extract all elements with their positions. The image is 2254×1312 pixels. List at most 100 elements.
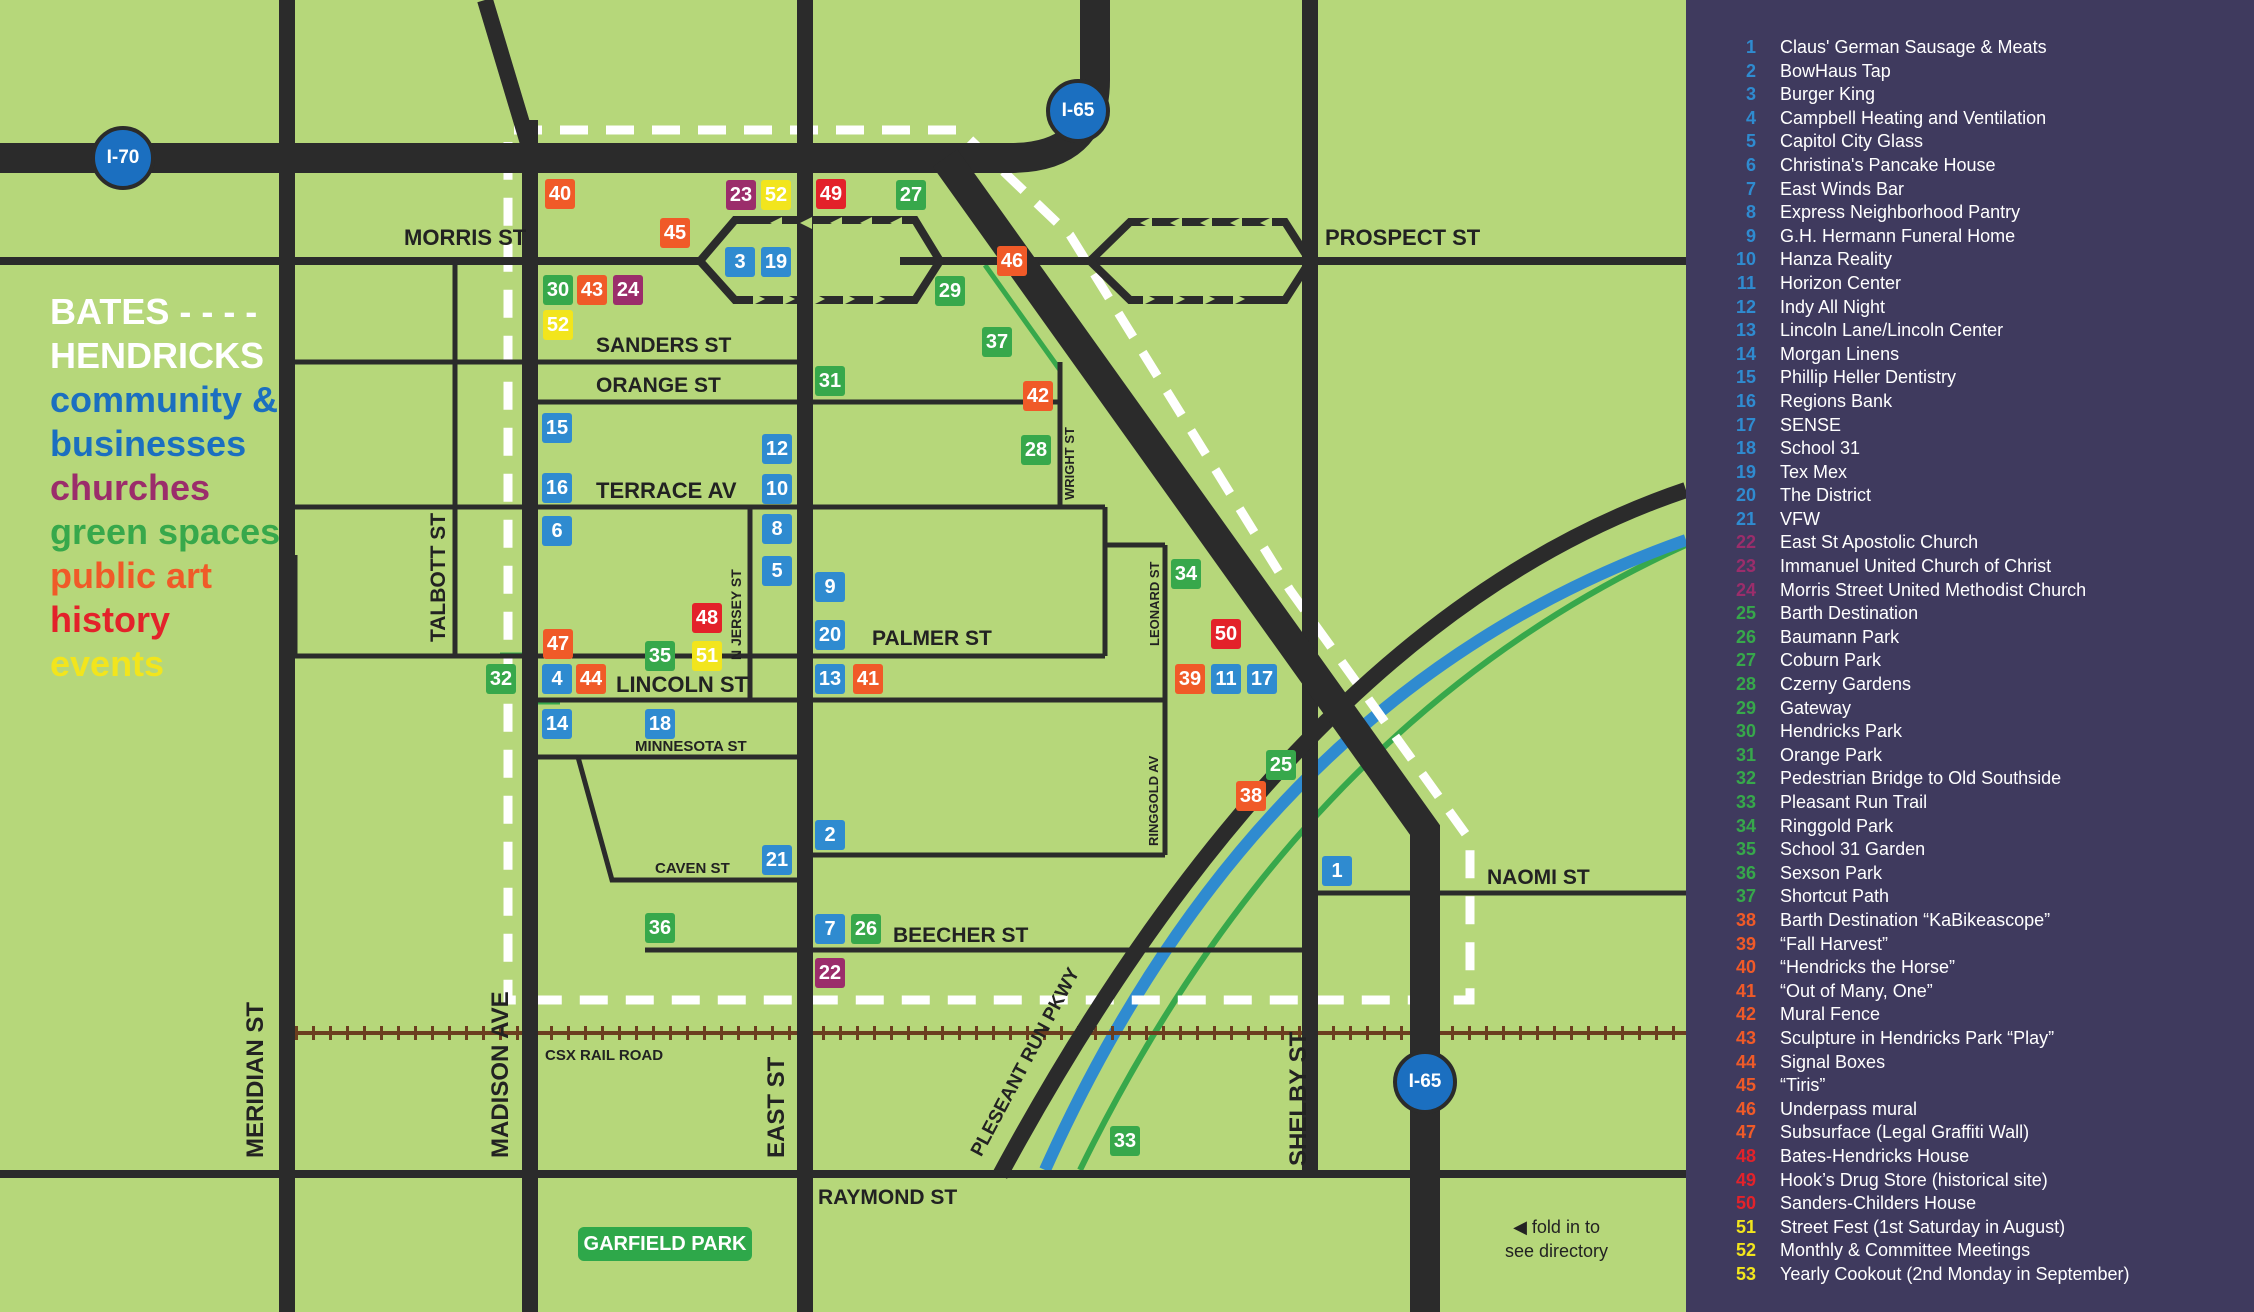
neighborhood-map[interactable]: I-70 I-65 I-65 MORRIS ST PROSPECT ST SAN… xyxy=(0,0,1686,1312)
map-marker-15[interactable]: 15 xyxy=(542,413,572,443)
map-marker-5[interactable]: 5 xyxy=(762,556,792,586)
map-marker-30[interactable]: 30 xyxy=(543,275,573,305)
map-marker-12[interactable]: 12 xyxy=(762,434,792,464)
map-marker-50[interactable]: 50 xyxy=(1211,619,1241,649)
map-marker-1[interactable]: 1 xyxy=(1322,856,1352,886)
map-marker-52[interactable]: 52 xyxy=(543,310,573,340)
map-marker-16[interactable]: 16 xyxy=(542,473,572,503)
map-marker-34[interactable]: 34 xyxy=(1171,559,1201,589)
map-marker-51[interactable]: 51 xyxy=(692,641,722,671)
map-marker-37[interactable]: 37 xyxy=(982,327,1012,357)
map-marker-26[interactable]: 26 xyxy=(851,914,881,944)
map-marker-20[interactable]: 20 xyxy=(815,620,845,650)
directory-item[interactable]: 41“Out of Many, One” xyxy=(1726,980,2130,1004)
map-marker-44[interactable]: 44 xyxy=(576,664,606,694)
map-marker-8[interactable]: 8 xyxy=(762,514,792,544)
directory-item[interactable]: 40“Hendricks the Horse” xyxy=(1726,956,2130,980)
map-marker-27[interactable]: 27 xyxy=(896,180,926,210)
map-marker-29[interactable]: 29 xyxy=(935,276,965,306)
directory-item[interactable]: 45“Tiris” xyxy=(1726,1074,2130,1098)
map-marker-45[interactable]: 45 xyxy=(660,218,690,248)
map-marker-17[interactable]: 17 xyxy=(1247,664,1277,694)
map-marker-25[interactable]: 25 xyxy=(1266,750,1296,780)
map-marker-52[interactable]: 52 xyxy=(761,180,791,210)
map-marker-28[interactable]: 28 xyxy=(1021,435,1051,465)
map-marker-39[interactable]: 39 xyxy=(1175,664,1205,694)
map-marker-18[interactable]: 18 xyxy=(645,709,675,739)
map-marker-3[interactable]: 3 xyxy=(725,247,755,277)
directory-item[interactable]: 39“Fall Harvest” xyxy=(1726,933,2130,957)
map-marker-2[interactable]: 2 xyxy=(815,820,845,850)
map-marker-35[interactable]: 35 xyxy=(645,641,675,671)
map-marker-23[interactable]: 23 xyxy=(726,180,756,210)
map-marker-47[interactable]: 47 xyxy=(543,629,573,659)
map-marker-31[interactable]: 31 xyxy=(815,366,845,396)
map-marker-42[interactable]: 42 xyxy=(1023,381,1053,411)
map-marker-14[interactable]: 14 xyxy=(542,709,572,739)
map-marker-22[interactable]: 22 xyxy=(815,958,845,988)
map-marker-33[interactable]: 33 xyxy=(1110,1126,1140,1156)
map-marker-6[interactable]: 6 xyxy=(542,516,572,546)
map-marker-21[interactable]: 21 xyxy=(762,845,792,875)
map-marker-13[interactable]: 13 xyxy=(815,664,845,694)
map-marker-10[interactable]: 10 xyxy=(762,474,792,504)
map-marker-4[interactable]: 4 xyxy=(542,664,572,694)
map-marker-41[interactable]: 41 xyxy=(853,664,883,694)
map-marker-46[interactable]: 46 xyxy=(997,246,1027,276)
map-marker-40[interactable]: 40 xyxy=(545,179,575,209)
map-marker-7[interactable]: 7 xyxy=(815,914,845,944)
map-marker-24[interactable]: 24 xyxy=(613,275,643,305)
map-marker-38[interactable]: 38 xyxy=(1236,781,1266,811)
map-marker-11[interactable]: 11 xyxy=(1211,664,1241,694)
map-marker-43[interactable]: 43 xyxy=(577,275,607,305)
map-marker-48[interactable]: 48 xyxy=(692,603,722,633)
map-marker-19[interactable]: 19 xyxy=(761,247,791,277)
map-marker-32[interactable]: 32 xyxy=(486,664,516,694)
